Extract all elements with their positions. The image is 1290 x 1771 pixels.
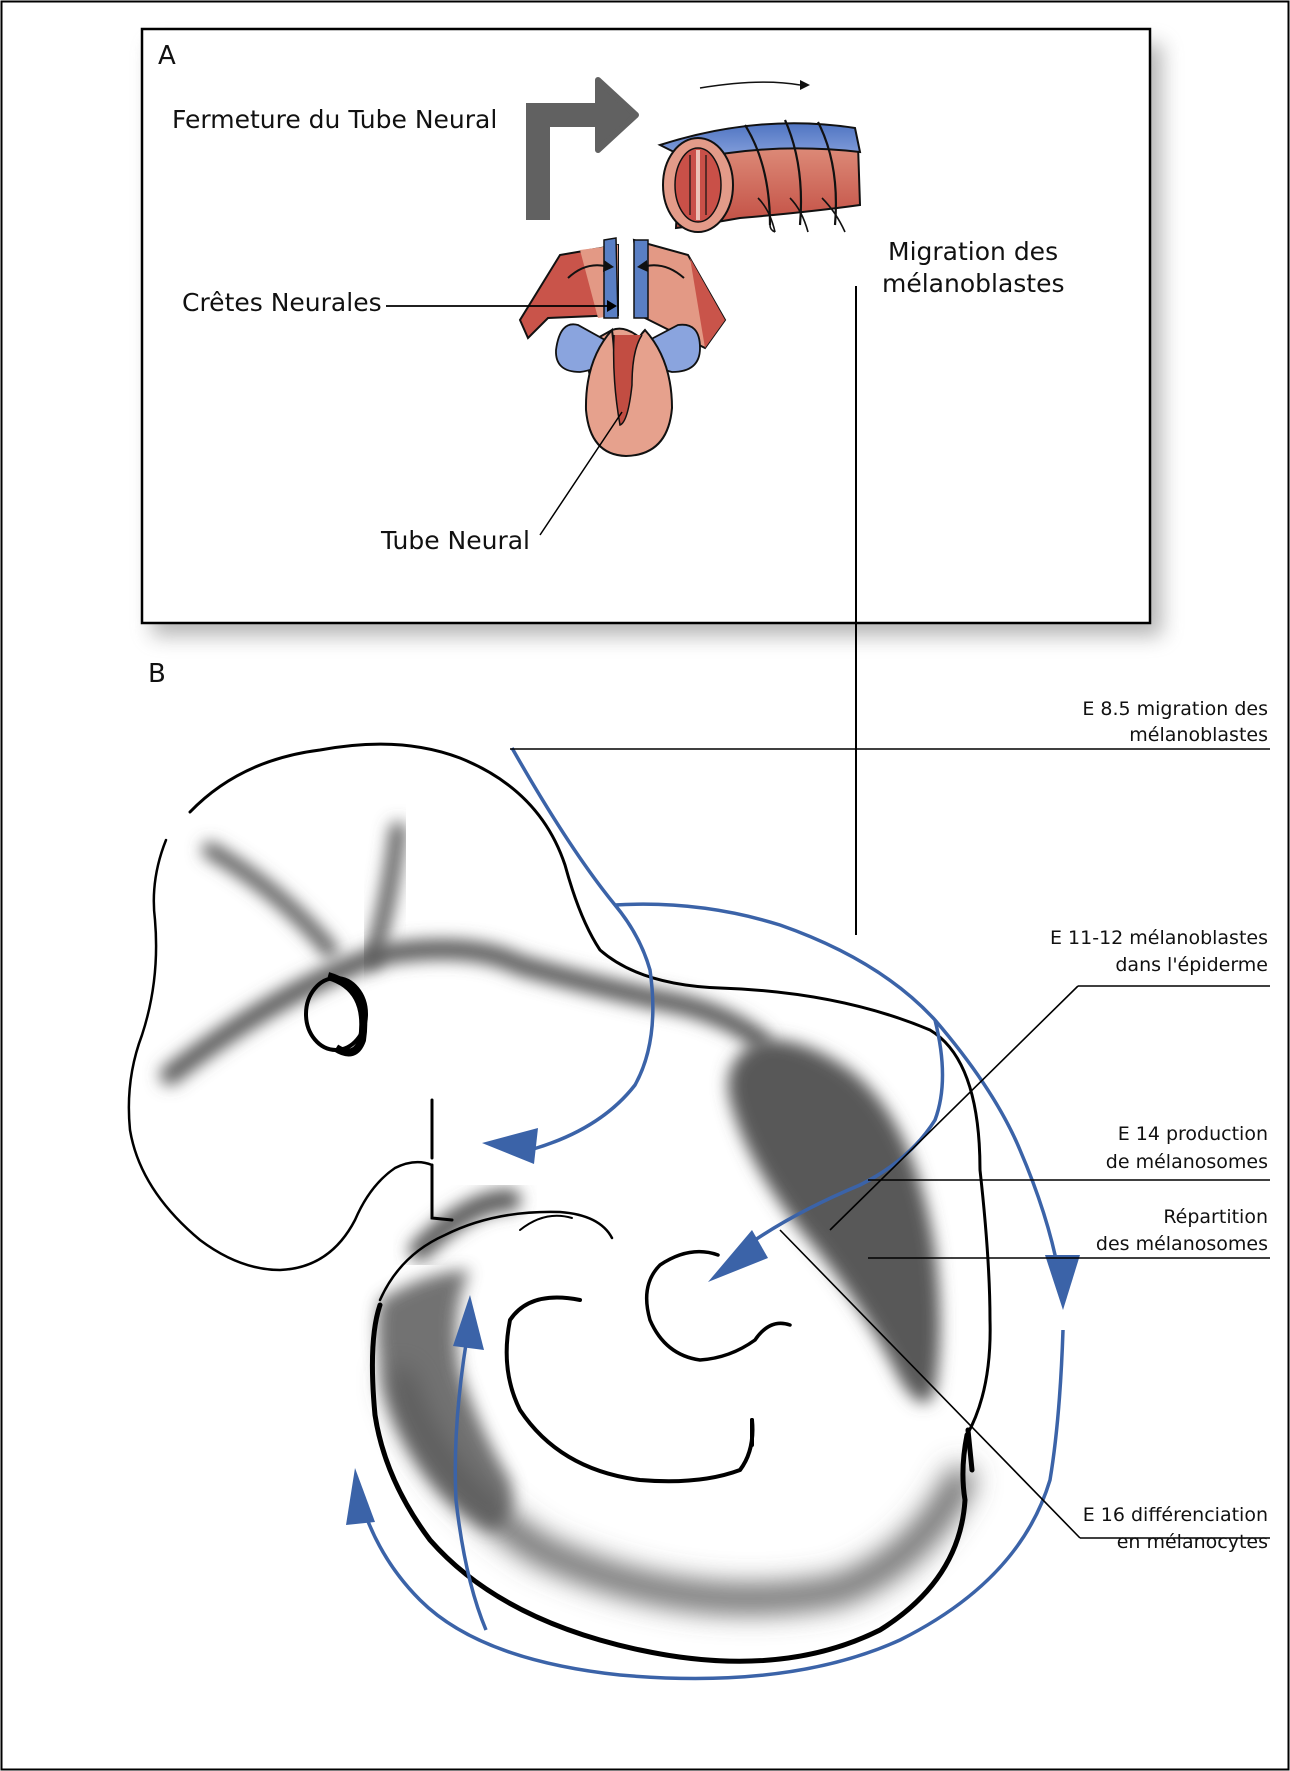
neural-tube-label: Tube Neural — [381, 527, 530, 556]
stage-e14-line2: de mélanosomes — [1106, 1152, 1268, 1174]
stage-e1112-line2: dans l'épiderme — [1115, 955, 1268, 977]
stage-e85-line1: E 8.5 migration des — [1082, 699, 1268, 721]
stage-e16-line1: E 16 différenciation — [1083, 1505, 1268, 1527]
embryo-eye — [306, 976, 366, 1053]
neural-crest-label: Crêtes Neurales — [182, 289, 382, 318]
stage-repartition-line1: Répartition — [1163, 1207, 1268, 1229]
melanosome-mass — [728, 1039, 940, 1402]
stage-e16-line2: en mélanocytes — [1117, 1532, 1268, 1554]
stage-e14-line1: E 14 production — [1118, 1124, 1268, 1146]
stage-e85-line2: mélanoblastes — [1129, 725, 1268, 747]
stage-repartition-line2: des mélanosomes — [1096, 1234, 1268, 1256]
neural-tube-closure-title: Fermeture du Tube Neural — [172, 106, 497, 135]
panel-b-letter: B — [148, 660, 166, 690]
migration-label-line1: Migration des — [888, 238, 1058, 267]
stage-e1112-line1: E 11-12 mélanoblastes — [1050, 928, 1268, 950]
migration-label-line2: mélanoblastes — [882, 270, 1065, 299]
panel-a-letter: A — [158, 42, 176, 72]
